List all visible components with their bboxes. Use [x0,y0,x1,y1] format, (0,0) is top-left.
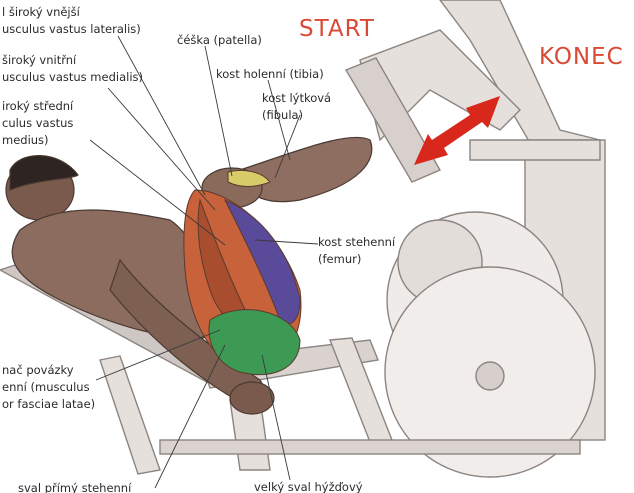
label-line: velký sval hýžďový [254,480,363,493]
leader-gluteus [261,354,291,481]
leader-tensor-fasciae [95,329,221,381]
start-heading: START [299,16,375,42]
label-line: čéška (patella) [177,33,262,47]
athlete-hand [229,381,275,415]
gluteus-maximus-muscle [208,309,301,376]
label-vastus-lateralis: l široký vnější usculus vastus lateralis… [2,4,141,38]
label-line: nač povázky [2,363,74,377]
label-line: medius) [2,133,49,147]
leader-fibula [274,114,301,179]
machine-base [159,439,581,455]
label-fibula: kost lýtková (fibula) [262,90,331,124]
thigh-muscles [183,169,302,376]
patella-region [227,169,271,187]
label-rectus-femoris: sval přímý stehenní [18,480,131,493]
weight-plate-center [475,361,505,391]
seat-support [99,355,161,475]
label-line: usculus vastus lateralis) [2,22,141,36]
label-line: kost holenní (tibia) [216,67,324,81]
leader-vastus-lateralis [117,35,206,196]
label-patella: čéška (patella) [177,32,262,49]
leader-rectus-femoris [154,344,226,489]
leader-vastus-intermedius [89,139,226,246]
label-line: l široký vnější [2,5,80,19]
leader-lines [89,35,319,489]
leader-patella [204,45,233,177]
label-line: kost lýtková [262,91,332,105]
athlete-shin [239,136,373,203]
label-line: široký vnitřní [2,53,77,67]
athlete-figure [5,136,373,415]
leader-tibia [267,79,291,161]
label-line: culus vastus [2,116,74,130]
label-line: (femur) [318,252,362,266]
athlete-hair [9,155,79,191]
foot-platform [344,57,441,183]
label-line: iroký střední [2,99,74,113]
label-vastus-intermedius: iroký střední culus vastus medius) [2,98,73,149]
label-line: or fasciae latae) [2,397,96,411]
label-line: sval přímý stehenní [18,481,132,493]
leader-vastus-medialis [107,87,216,211]
label-line: usculus vastus medialis) [2,70,143,84]
label-tensor-fasciae-latae: nač povázky enní (musculus or fasciae la… [2,362,95,413]
label-line: (fibula) [262,108,304,122]
label-tibia: kost holenní (tibia) [216,66,324,83]
label-gluteus-maximus: velký sval hýžďový [254,479,363,493]
leg-press-machine [0,0,606,478]
leader-femur [254,239,319,245]
label-vastus-medialis: široký vnitřní usculus vastus medialis) [2,52,143,86]
label-femur: kost stehenní (femur) [318,234,395,268]
end-heading: KONEC [539,44,624,70]
double-arrow-icon [414,96,500,165]
label-line: enní (musculus [2,380,90,394]
label-line: kost stehenní [318,235,396,249]
machine-crossbar [469,139,601,161]
movement-arrow [414,96,500,165]
vastus-medialis-muscle [223,199,301,325]
